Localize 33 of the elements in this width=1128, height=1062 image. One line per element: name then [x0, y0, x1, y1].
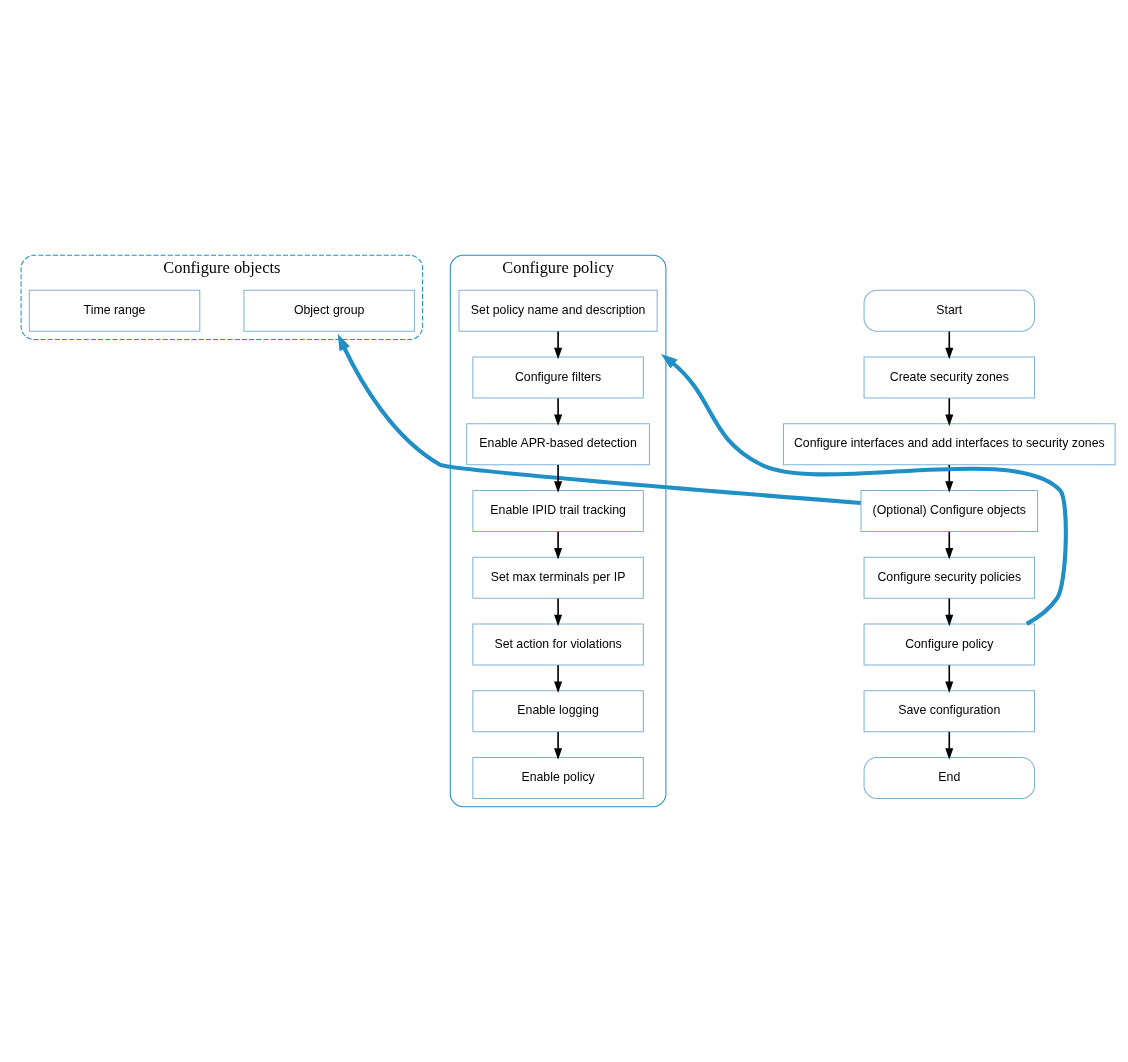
node-box: Enable IPID trail tracking [472, 489, 644, 533]
node-box: Save configuration [863, 690, 1035, 733]
arrow [945, 530, 954, 560]
node-box: Configure security policies [863, 556, 1035, 599]
arrow [554, 397, 563, 427]
node-box: Set action for violations [472, 623, 644, 666]
arrow [554, 330, 563, 360]
arrow [554, 530, 563, 560]
node-box: Time range [28, 289, 201, 332]
node-box: Set policy name and description [458, 289, 658, 332]
arrow [554, 731, 563, 760]
node-box: Configure policy [863, 623, 1035, 666]
node-box: Create security zones [863, 356, 1035, 399]
node-box: Enable policy [472, 756, 644, 799]
node-box: (Optional) Configure objects [860, 489, 1039, 533]
arrow [554, 597, 563, 627]
arrow [945, 330, 954, 360]
node-box: Start [863, 289, 1035, 332]
node-box: Configure filters [472, 356, 644, 399]
node-box: End [863, 756, 1035, 799]
node-box: Set max terminals per IP [472, 556, 644, 599]
arrow [337, 333, 861, 506]
arrow [945, 597, 954, 627]
arrow [945, 664, 954, 693]
node-box: Object group [243, 289, 415, 332]
arrow [554, 464, 563, 493]
arrow [660, 353, 1068, 626]
node-box: Enable logging [472, 690, 644, 733]
arrow [945, 731, 954, 760]
arrow [554, 664, 563, 693]
node-box: Enable APR-based detection [466, 423, 650, 466]
node-box: Configure interfaces and add interfaces to security zones [782, 423, 1116, 466]
arrow [945, 397, 954, 427]
